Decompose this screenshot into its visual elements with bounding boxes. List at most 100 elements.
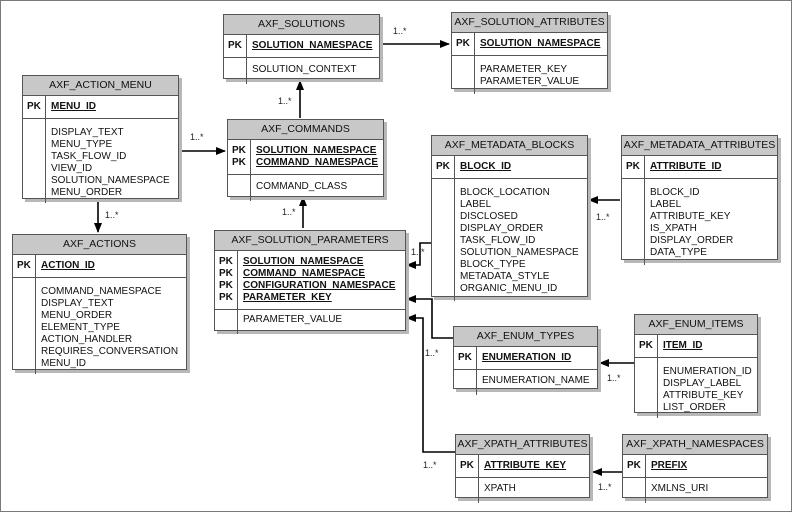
multiplicity-label: 1..* xyxy=(607,373,621,383)
multiplicity-label: 1..* xyxy=(598,482,612,492)
pk-label: PK xyxy=(639,340,653,351)
attribute: ACTION_HANDLER xyxy=(41,334,133,345)
link-xpathattributes-parameters xyxy=(406,314,455,453)
entity-axf-xpath-namespaces: AXF_XPATH_NAMESPACES PK PREFIX XMLNS_URI xyxy=(622,434,768,503)
attribute: IS_XPATH xyxy=(650,223,697,234)
primary-key: PARAMETER_KEY xyxy=(243,292,332,303)
entity-axf-enum-types: AXF_ENUM_TYPES PK ENUMERATION_ID ENUMERA… xyxy=(453,326,598,395)
entity-axf-enum-items: AXF_ENUM_ITEMS PK ITEM_ID ENUMERATION_ID… xyxy=(634,314,758,418)
primary-key: SOLUTION_NAMESPACE xyxy=(480,38,601,49)
attribute: BLOCK_ID xyxy=(650,187,700,198)
attribute: ENUMERATION_NAME xyxy=(482,375,590,386)
primary-key: COMMAND_NAMESPACE xyxy=(256,157,379,168)
attribute: REQUIRES_CONVERSATION xyxy=(41,346,179,357)
attribute: DATA_TYPE xyxy=(650,247,707,258)
entity-axf-commands: AXF_COMMANDS PK PK SOLUTION_NAMESPACE CO… xyxy=(227,119,384,201)
entity-title: AXF_ENUM_TYPES xyxy=(454,327,597,347)
primary-key: COMMAND_NAMESPACE xyxy=(243,268,366,279)
attribute: MENU_ORDER xyxy=(41,310,113,321)
pk-label: PK xyxy=(232,145,246,156)
entity-title: AXF_ACTIONS xyxy=(13,235,186,255)
multiplicity-label: 1..* xyxy=(423,460,437,470)
attribute: SOLUTION_NAMESPACE xyxy=(460,247,579,258)
entity-title: AXF_ACTION_MENU xyxy=(23,76,178,96)
entity-axf-actions: AXF_ACTIONS PK ACTION_ID COMMAND_NAMESPA… xyxy=(12,234,187,374)
multiplicity-label: 1..* xyxy=(282,207,296,217)
attribute: MENU_ORDER xyxy=(51,187,123,198)
attribute: XPATH xyxy=(484,483,516,494)
entity-title: AXF_XPATH_NAMESPACES xyxy=(623,435,767,455)
attribute: DISPLAY_ORDER xyxy=(650,235,734,246)
attribute: MENU_ID xyxy=(41,358,87,369)
link-enumtypes-parameters xyxy=(406,295,453,339)
pk-label: PK xyxy=(627,460,641,471)
pk-label: PK xyxy=(436,161,450,172)
entity-title: AXF_COMMANDS xyxy=(228,120,383,140)
primary-key: PREFIX xyxy=(651,460,688,471)
pk-label: PK xyxy=(219,292,233,303)
attribute: DISCLOSED xyxy=(460,211,518,222)
attribute: PARAMETER_KEY xyxy=(480,64,568,75)
pk-label: PK xyxy=(460,460,474,471)
entity-axf-solutions: AXF_SOLUTIONS PK SOLUTION_NAMESPACE SOLU… xyxy=(223,14,380,84)
attribute: PARAMETER_VALUE xyxy=(480,76,580,87)
pk-label: PK xyxy=(219,256,233,267)
attribute: DISPLAY_TEXT xyxy=(51,127,124,138)
attribute: TASK_FLOW_ID xyxy=(460,235,536,246)
pk-label: PK xyxy=(458,352,472,363)
entity-title: AXF_SOLUTIONS xyxy=(224,15,379,35)
attribute: LABEL xyxy=(460,199,492,210)
primary-key: BLOCK_ID xyxy=(460,161,512,172)
attribute: ORGANIC_MENU_ID xyxy=(460,283,558,294)
entity-title: AXF_METADATA_ATTRIBUTES xyxy=(622,136,777,156)
attribute: LIST_ORDER xyxy=(663,402,726,413)
attribute: DISPLAY_LABEL xyxy=(663,378,742,389)
pk-label: PK xyxy=(232,157,246,168)
attribute: SOLUTION_NAMESPACE xyxy=(51,175,170,186)
multiplicity-label: 1..* xyxy=(411,247,425,257)
pk-label: PK xyxy=(228,40,242,51)
entity-axf-xpath-attributes: AXF_XPATH_ATTRIBUTES PK ATTRIBUTE_KEY XP… xyxy=(455,434,590,503)
entity-axf-action-menu: AXF_ACTION_MENU PK MENU_ID DISPLAY_TEXT … xyxy=(22,75,179,203)
pk-label: PK xyxy=(456,38,470,49)
pk-label: PK xyxy=(17,260,31,271)
primary-key: MENU_ID xyxy=(51,101,97,112)
primary-key: SOLUTION_NAMESPACE xyxy=(252,40,373,51)
attribute: BLOCK_TYPE xyxy=(460,259,526,270)
multiplicity-label: 1..* xyxy=(425,348,439,358)
attribute: BLOCK_LOCATION xyxy=(460,187,550,198)
entity-title: AXF_SOLUTION_PARAMETERS xyxy=(215,231,405,251)
pk-label: PK xyxy=(219,280,233,291)
attribute: XMLNS_URI xyxy=(651,483,709,494)
entity-axf-metadata-attributes: AXF_METADATA_ATTRIBUTES PK ATTRIBUTE_ID … xyxy=(621,135,778,265)
attribute: ATTRIBUTE_KEY xyxy=(663,390,744,401)
pk-label: PK xyxy=(219,268,233,279)
entity-axf-solution-attributes: AXF_SOLUTION_ATTRIBUTES PK SOLUTION_NAME… xyxy=(451,12,608,94)
entity-axf-metadata-blocks: AXF_METADATA_BLOCKS PK BLOCK_ID BLOCK_LO… xyxy=(431,135,588,301)
attribute: SOLUTION_CONTEXT xyxy=(252,64,357,75)
primary-key: ATTRIBUTE_ID xyxy=(650,161,722,172)
multiplicity-label: 1..* xyxy=(596,212,610,222)
attribute: LABEL xyxy=(650,199,682,210)
attribute: VIEW_ID xyxy=(51,163,93,174)
link-blocks-parameters xyxy=(406,242,431,269)
attribute: ATTRIBUTE_KEY xyxy=(650,211,731,222)
primary-key: ACTION_ID xyxy=(41,260,95,271)
primary-key: SOLUTION_NAMESPACE xyxy=(256,145,377,156)
multiplicity-label: 1..* xyxy=(190,132,204,142)
attribute: TASK_FLOW_ID xyxy=(51,151,127,162)
multiplicity-label: 1..* xyxy=(105,210,119,220)
attribute: PARAMETER_VALUE xyxy=(243,314,343,325)
entity-title: AXF_ENUM_ITEMS xyxy=(635,315,757,335)
attribute: MENU_TYPE xyxy=(51,139,113,150)
pk-label: PK xyxy=(626,161,640,172)
attribute: ELEMENT_TYPE xyxy=(41,322,120,333)
primary-key: ENUMERATION_ID xyxy=(482,352,572,363)
attribute: COMMAND_CLASS xyxy=(256,181,348,192)
primary-key: SOLUTION_NAMESPACE xyxy=(243,256,364,267)
primary-key: ATTRIBUTE_KEY xyxy=(484,460,567,471)
primary-key: CONFIGURATION_NAMESPACE xyxy=(243,280,396,291)
entity-axf-solution-parameters: AXF_SOLUTION_PARAMETERS PK PK PK PK SOLU… xyxy=(214,230,406,334)
attribute: ENUMERATION_ID xyxy=(663,366,752,377)
